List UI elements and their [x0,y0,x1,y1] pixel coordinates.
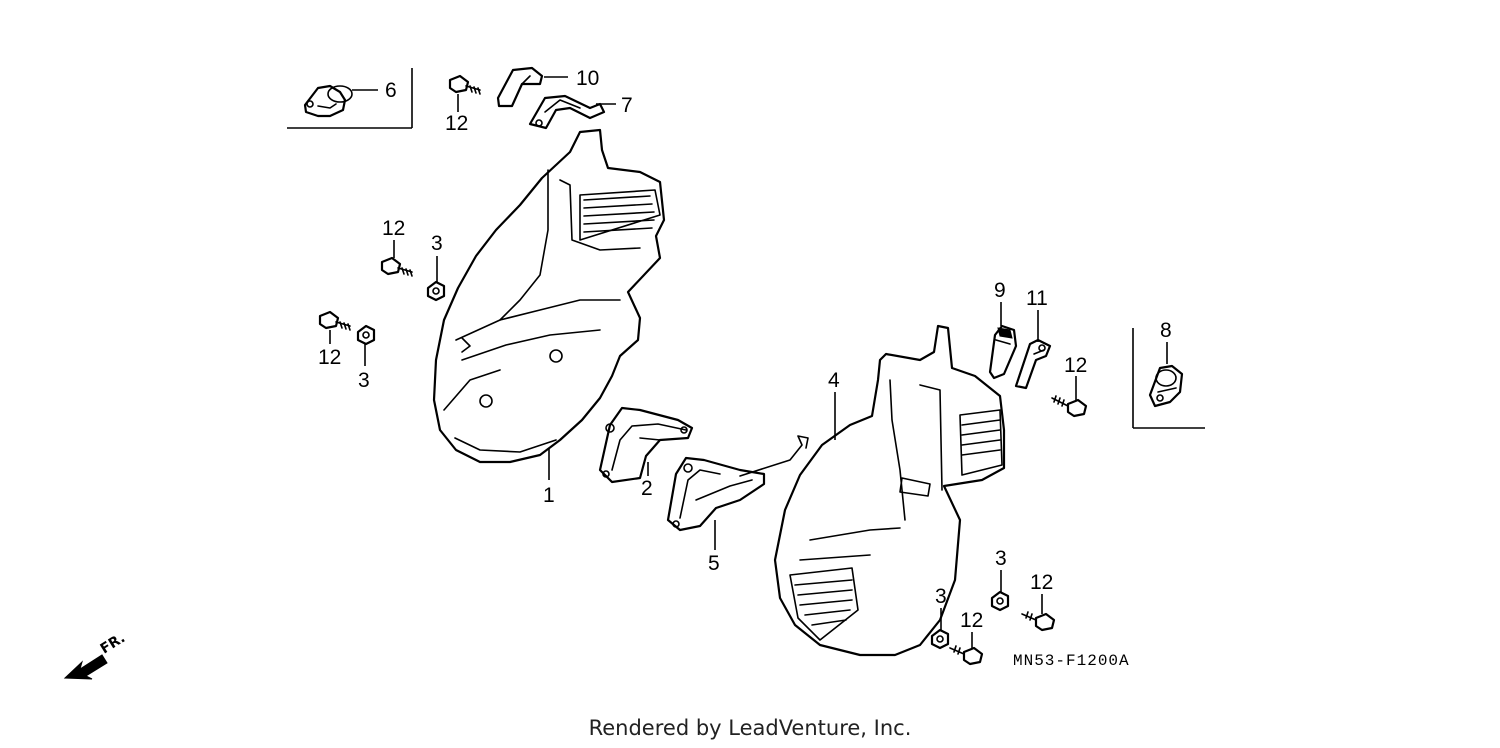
callout-9: 9 [994,279,1006,302]
bolt-part-12-right-middle [1021,611,1056,632]
bolt-part-12-right-lower [949,645,984,666]
clip-part-8 [1148,364,1184,408]
callout-1: 1 [543,484,555,507]
bolt-part-12-top [448,74,481,95]
nut-part-3-left-upper [426,280,446,302]
callout-12: 12 [960,609,983,632]
callout-3: 3 [431,232,443,255]
nut-part-3-right-upper [990,590,1010,612]
clip-part-6 [303,84,353,118]
direction-label: FR. [98,630,128,657]
callout-5: 5 [708,552,720,575]
bolt-part-12-left-upper [380,256,413,277]
bracket-part-2 [598,406,694,484]
callout-10: 10 [576,67,599,90]
callout-3: 3 [358,369,370,392]
clamp-part-7 [528,94,606,130]
callout-3: 3 [995,547,1007,570]
inset-frame-part-6 [287,68,413,129]
parts-diagram: 1 2 3 3 3 3 4 5 6 7 8 9 10 11 12 12 12 1… [63,66,1205,680]
rear-cover-part-4 [773,324,1006,657]
callout-12: 12 [445,112,468,135]
plate-part-11 [1014,338,1052,390]
callout-7: 7 [621,94,633,117]
callout-2: 2 [641,477,653,500]
front-cover-part-1 [432,128,666,464]
callout-12: 12 [318,346,341,369]
inset-frame-part-8 [1132,328,1205,429]
callout-12: 12 [1064,354,1087,377]
callout-3: 3 [935,585,947,608]
callout-4: 4 [828,369,840,392]
callout-8: 8 [1160,319,1172,342]
diagram-code: MN53-F1200A [1013,652,1130,670]
clip-part-9 [988,324,1018,380]
bracket-part-10 [496,66,544,108]
callout-11: 11 [1026,287,1048,310]
nut-part-3-right-lower [930,628,950,650]
bolt-part-12-left-lower [318,310,351,331]
front-direction-arrow-icon [63,654,108,680]
callout-12: 12 [382,217,405,240]
nut-part-3-left-lower [356,324,376,346]
callout-12: 12 [1030,571,1053,594]
callout-6: 6 [385,79,397,102]
bolt-part-12-right-upper [1051,395,1088,418]
bracket-part-5 [666,435,809,532]
footer-credit: Rendered by LeadVenture, Inc. [588,716,912,740]
